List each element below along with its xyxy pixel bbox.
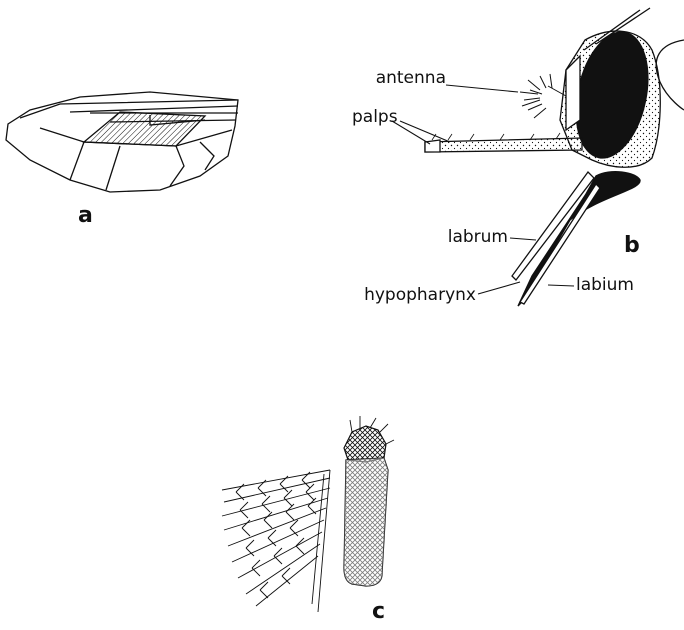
- plumose-hairs: [222, 470, 330, 612]
- panel-a-wing: [6, 92, 238, 192]
- panel-label-b: b: [624, 233, 640, 258]
- label-labium: labium: [576, 275, 634, 295]
- labrum-drawing: [512, 172, 594, 280]
- panel-c-antenna: [222, 416, 394, 612]
- panel-b-head: [425, 8, 684, 306]
- label-labrum: labrum: [448, 227, 508, 247]
- panel-label-c: c: [372, 599, 385, 624]
- label-antenna: antenna: [376, 68, 446, 88]
- label-hypopharynx: hypopharynx: [364, 285, 476, 305]
- antenna-drawing: [520, 74, 566, 118]
- palps-drawing: [425, 138, 582, 152]
- panel-label-a: a: [78, 203, 93, 228]
- label-palps: palps: [352, 107, 398, 127]
